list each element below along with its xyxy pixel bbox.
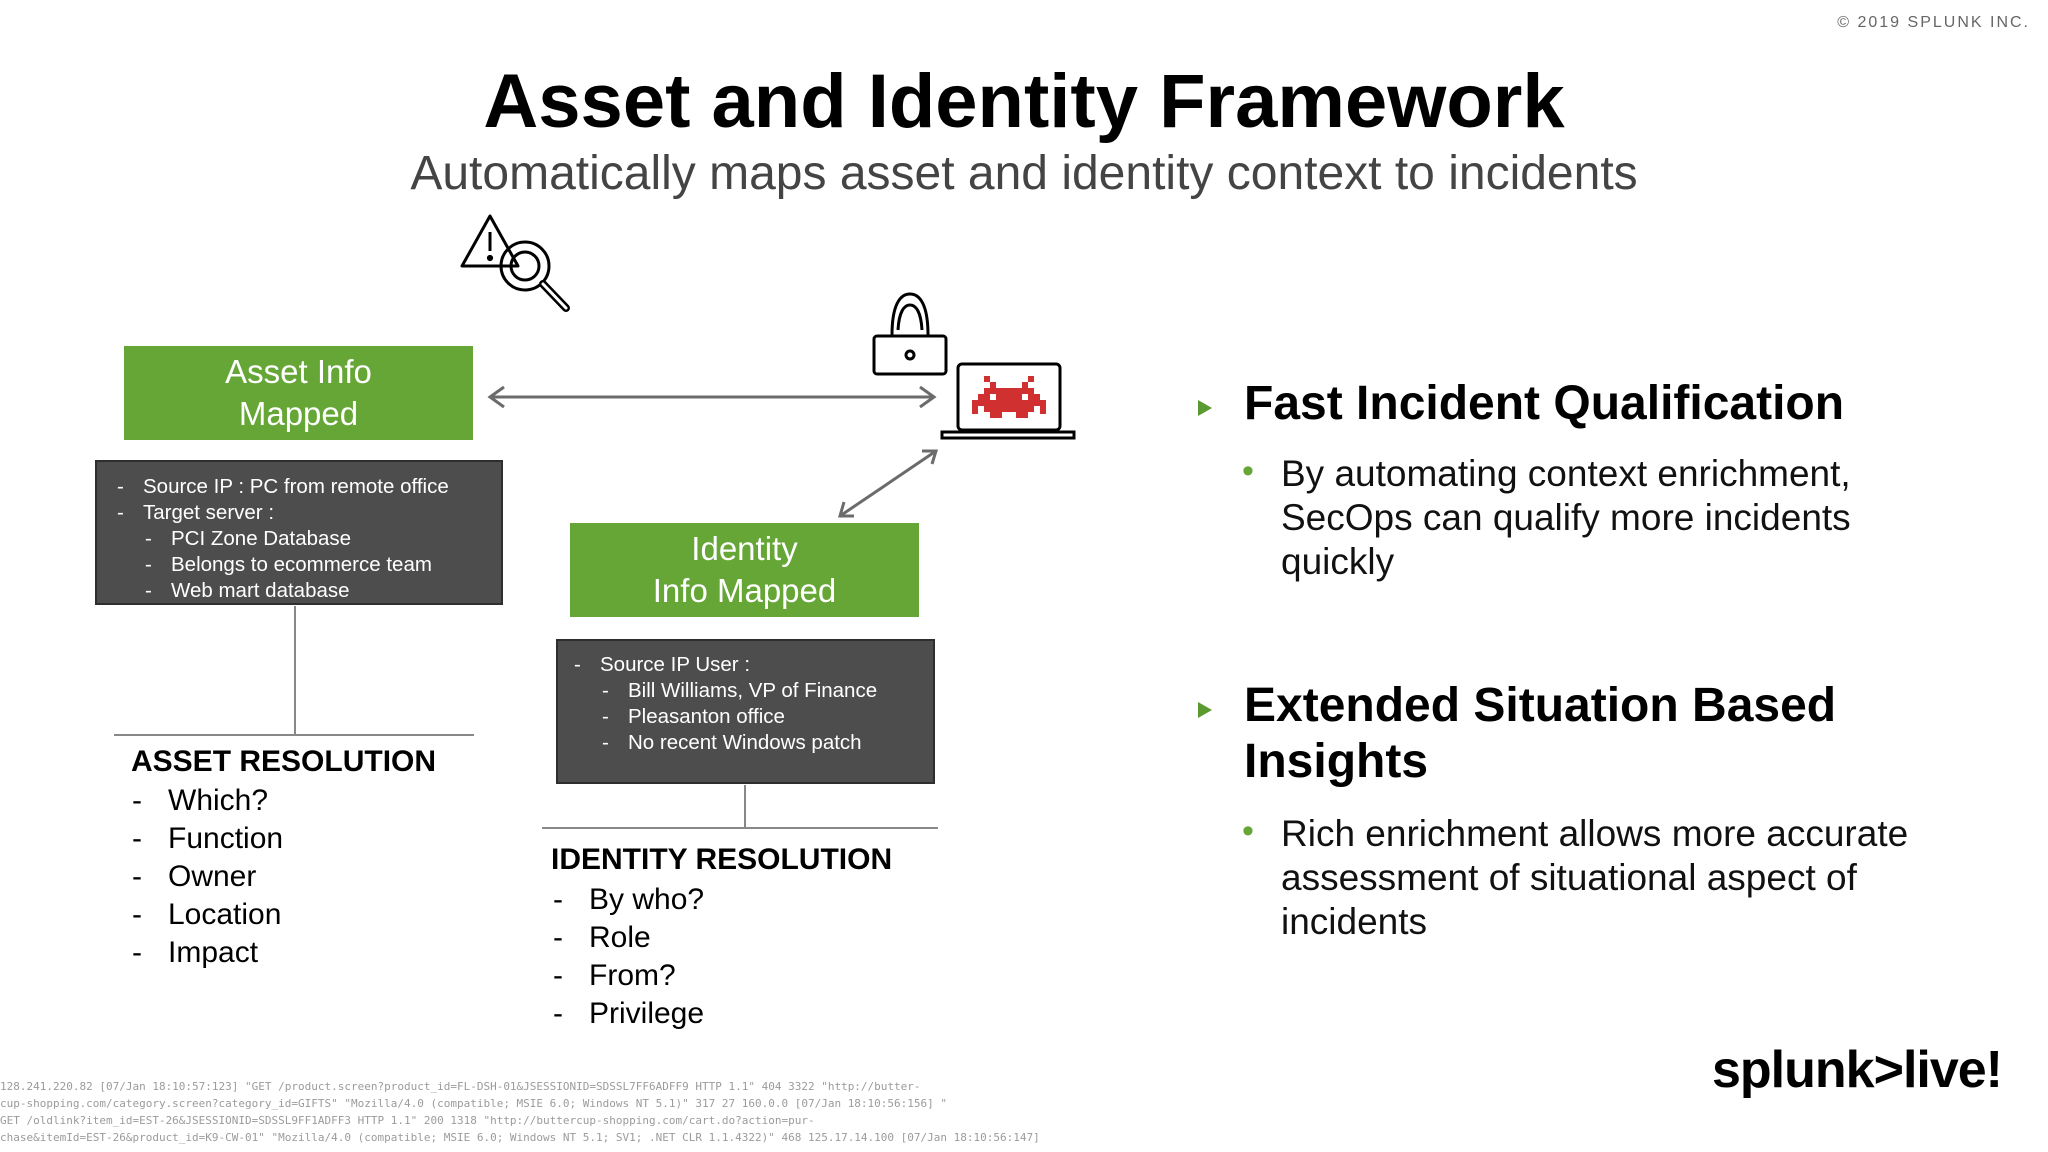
point-1-detail-line: SecOps can qualify more incidents xyxy=(1281,497,1851,538)
identity-info-mapped-box: Identity Info Mapped xyxy=(570,523,919,617)
point-2-detail: Rich enrichment allows more accurate ass… xyxy=(1281,812,1908,944)
identity-resolution-item: From? xyxy=(551,957,704,995)
log-line: cup-shopping.com/category.screen?categor… xyxy=(0,1097,948,1110)
warning-magnifier-icon xyxy=(460,214,570,312)
identity-detail-subitem: Bill Williams, VP of Finance xyxy=(570,678,923,704)
asset-detail-item: Source IP : PC from remote office xyxy=(113,474,487,500)
identity-detail-item: Source IP User : xyxy=(570,652,923,678)
asset-detail-subitem: PCI Zone Database xyxy=(113,526,487,552)
asset-detail-subitem: Web mart database xyxy=(113,578,487,604)
page-title: Asset and Identity Framework xyxy=(483,59,1565,144)
log-line: chase&itemId=EST-26&product_id=K9-CW-01"… xyxy=(0,1131,1040,1144)
splunk-live-logo: splunk>live! xyxy=(1712,1041,2003,1099)
space-invader-laptop-icon xyxy=(940,362,1076,440)
asset-resolution-item: Impact xyxy=(130,934,283,972)
identity-detail-subitem: No recent Windows patch xyxy=(570,730,923,756)
log-line: GET /oldlink?item_id=EST-26&JSESSIONID=S… xyxy=(0,1114,815,1127)
background-log-text: 128.241.220.82 [07/Jan 18:10:57:123] "GE… xyxy=(0,1078,1250,1146)
log-line: 128.241.220.82 [07/Jan 18:10:57:123] "GE… xyxy=(0,1080,921,1093)
asset-resolution-item: Location xyxy=(130,896,283,934)
asset-info-mapped-box: Asset Info Mapped xyxy=(124,346,473,440)
identity-box-line1: Identity xyxy=(691,530,798,567)
identity-resolution-list: By who? Role From? Privilege xyxy=(551,881,704,1033)
copyright: © 2019 SPLUNK INC. xyxy=(1837,14,2030,31)
point-2-heading: Extended Situation Based Insights xyxy=(1244,678,1836,790)
bullet-markers xyxy=(1198,400,1212,718)
point-1-heading: Fast Incident Qualification xyxy=(1244,377,1845,430)
point-2-detail-line: incidents xyxy=(1281,901,1428,942)
arrow-asset-to-threat xyxy=(487,385,937,409)
asset-resolution-item: Which? xyxy=(130,782,283,820)
page-subtitle: Automatically maps asset and identity co… xyxy=(410,147,1638,200)
point-2-dot: • xyxy=(1242,812,1254,850)
point-1-dot: • xyxy=(1242,452,1254,490)
identity-resolution-item: By who? xyxy=(551,881,704,919)
asset-resolution-item: Function xyxy=(130,820,283,858)
point-1-detail-line: By automating context enrichment, xyxy=(1281,453,1851,494)
arrow-identity-to-threat xyxy=(838,449,939,518)
asset-box-line2: Mapped xyxy=(238,395,359,432)
asset-resolution-title: ASSET RESOLUTION xyxy=(131,745,437,778)
identity-detail-subitem: Pleasanton office xyxy=(570,704,923,730)
identity-resolution-item: Privilege xyxy=(551,995,704,1033)
point-2-detail-line: Rich enrichment allows more accurate xyxy=(1281,813,1909,854)
point-1-detail: By automating context enrichment, SecOps… xyxy=(1281,452,1851,584)
point-2-heading-line: Insights xyxy=(1244,735,1429,788)
identity-details-box: Source IP User : Bill Williams, VP of Fi… xyxy=(556,639,935,784)
point-2-heading-line: Extended Situation Based xyxy=(1244,679,1837,732)
identity-box-line2: Info Mapped xyxy=(652,572,837,609)
asset-resolution-list: Which? Function Owner Location Impact xyxy=(130,782,283,972)
asset-resolution-item: Owner xyxy=(130,858,283,896)
asset-box-line1: Asset Info xyxy=(225,353,372,390)
hacker-laptop-icon xyxy=(872,292,948,376)
resolution-connectors xyxy=(114,606,938,829)
point-1-detail-line: quickly xyxy=(1281,541,1395,582)
identity-resolution-title: IDENTITY RESOLUTION xyxy=(551,843,893,876)
identity-resolution-item: Role xyxy=(551,919,704,957)
asset-detail-subitem: Belongs to ecommerce team xyxy=(113,552,487,578)
asset-details-box: Source IP : PC from remote office Target… xyxy=(95,460,503,605)
asset-detail-item: Target server : xyxy=(113,500,487,526)
point-2-detail-line: assessment of situational aspect of xyxy=(1281,857,1857,898)
